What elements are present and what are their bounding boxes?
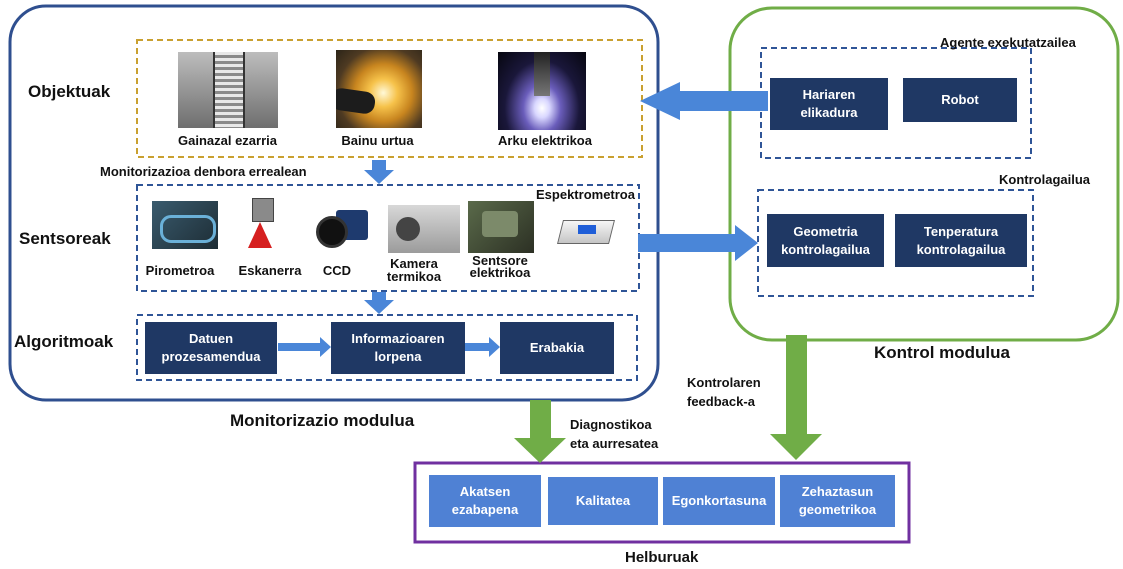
caption-thermal-camera: Kamera termikoa: [386, 256, 442, 284]
caption-scanner: Eskanerra: [238, 263, 302, 278]
caption-electric-arc: Arku elektrikoa: [498, 133, 592, 148]
image-pyrometer: [152, 201, 218, 249]
caption-deposited-surface: Gainazal ezarria: [178, 133, 277, 148]
algo-decision: Erabakia: [500, 322, 614, 374]
monitor-module-title: Monitorizazio modulua: [230, 411, 415, 430]
objects-dashed-frame: [136, 39, 643, 158]
caption-ccd: CCD: [322, 263, 352, 278]
arrow-algo-2-3: [465, 337, 500, 357]
monitor-module-frame: [8, 4, 660, 402]
row-label-objects: Objektuak: [28, 82, 111, 101]
control-module-title: Kontrol modulua: [874, 343, 1010, 362]
agent-wire-feeding: Hariaren elikadura: [770, 78, 888, 130]
goals-title: Helburuak: [625, 549, 699, 566]
goal-quality: Kalitatea: [548, 477, 658, 525]
arrow-algo-1-2: [278, 337, 331, 357]
image-electric-sensor: [468, 201, 534, 253]
image-deposited-surface: [178, 52, 278, 128]
image-melt-pool: [336, 50, 422, 128]
label-executing-agent: Agente exekutatzailea: [940, 35, 1076, 50]
algo-information-extraction: Informazioaren lorpena: [331, 322, 465, 374]
label-control-feedback: Kontrolaren feedback-a: [687, 375, 761, 409]
image-ccd-camera: [314, 206, 370, 250]
control-module-frame: [728, 6, 1120, 342]
arrow-control-to-goals: [770, 335, 822, 460]
algorithms-dashed-frame: [136, 314, 638, 381]
arrow-objects-to-sensors: [364, 160, 394, 184]
row-label-sensors: Sentsoreak: [19, 229, 111, 248]
label-controller: Kontrolagailua: [999, 172, 1091, 187]
caption-melt-pool: Bainu urtua: [341, 133, 414, 148]
label-diagnostic-prediction: Diagnostikoa eta aurresatea: [570, 417, 659, 451]
goal-stability: Egonkortasuna: [663, 477, 775, 525]
label-spectrometer: Espektrometroa: [536, 187, 635, 202]
goal-defect-elimination: Akatsen ezabapena: [429, 475, 541, 527]
goal-geometric-precision: Zehaztasun geometrikoa: [780, 475, 895, 527]
label-realtime-monitoring: Monitorizazioa denbora errealean: [100, 164, 307, 179]
image-spectrometer: [556, 216, 616, 246]
caption-pyrometer: Pirometroa: [145, 263, 215, 278]
row-label-algorithms: Algoritmoak: [14, 332, 114, 351]
arrow-sensors-to-algorithms: [364, 292, 394, 314]
controller-temperature: Tenperatura kontrolagailua: [895, 214, 1027, 267]
image-thermal-camera: [388, 205, 460, 253]
arrow-monitor-to-goals: [514, 400, 566, 463]
image-electric-arc: [498, 52, 586, 130]
arrow-sensors-to-control: [638, 225, 758, 261]
controller-geometry: Geometria kontrolagailua: [767, 214, 884, 267]
algo-data-processing: Datuen prozesamendua: [145, 322, 277, 374]
image-scanner: [244, 198, 278, 250]
goals-frame: [413, 461, 911, 544]
caption-electric-sensor: Sentsore elektrikoa: [469, 253, 531, 280]
agent-robot: Robot: [903, 78, 1017, 122]
arrow-control-to-objects: [640, 82, 768, 120]
